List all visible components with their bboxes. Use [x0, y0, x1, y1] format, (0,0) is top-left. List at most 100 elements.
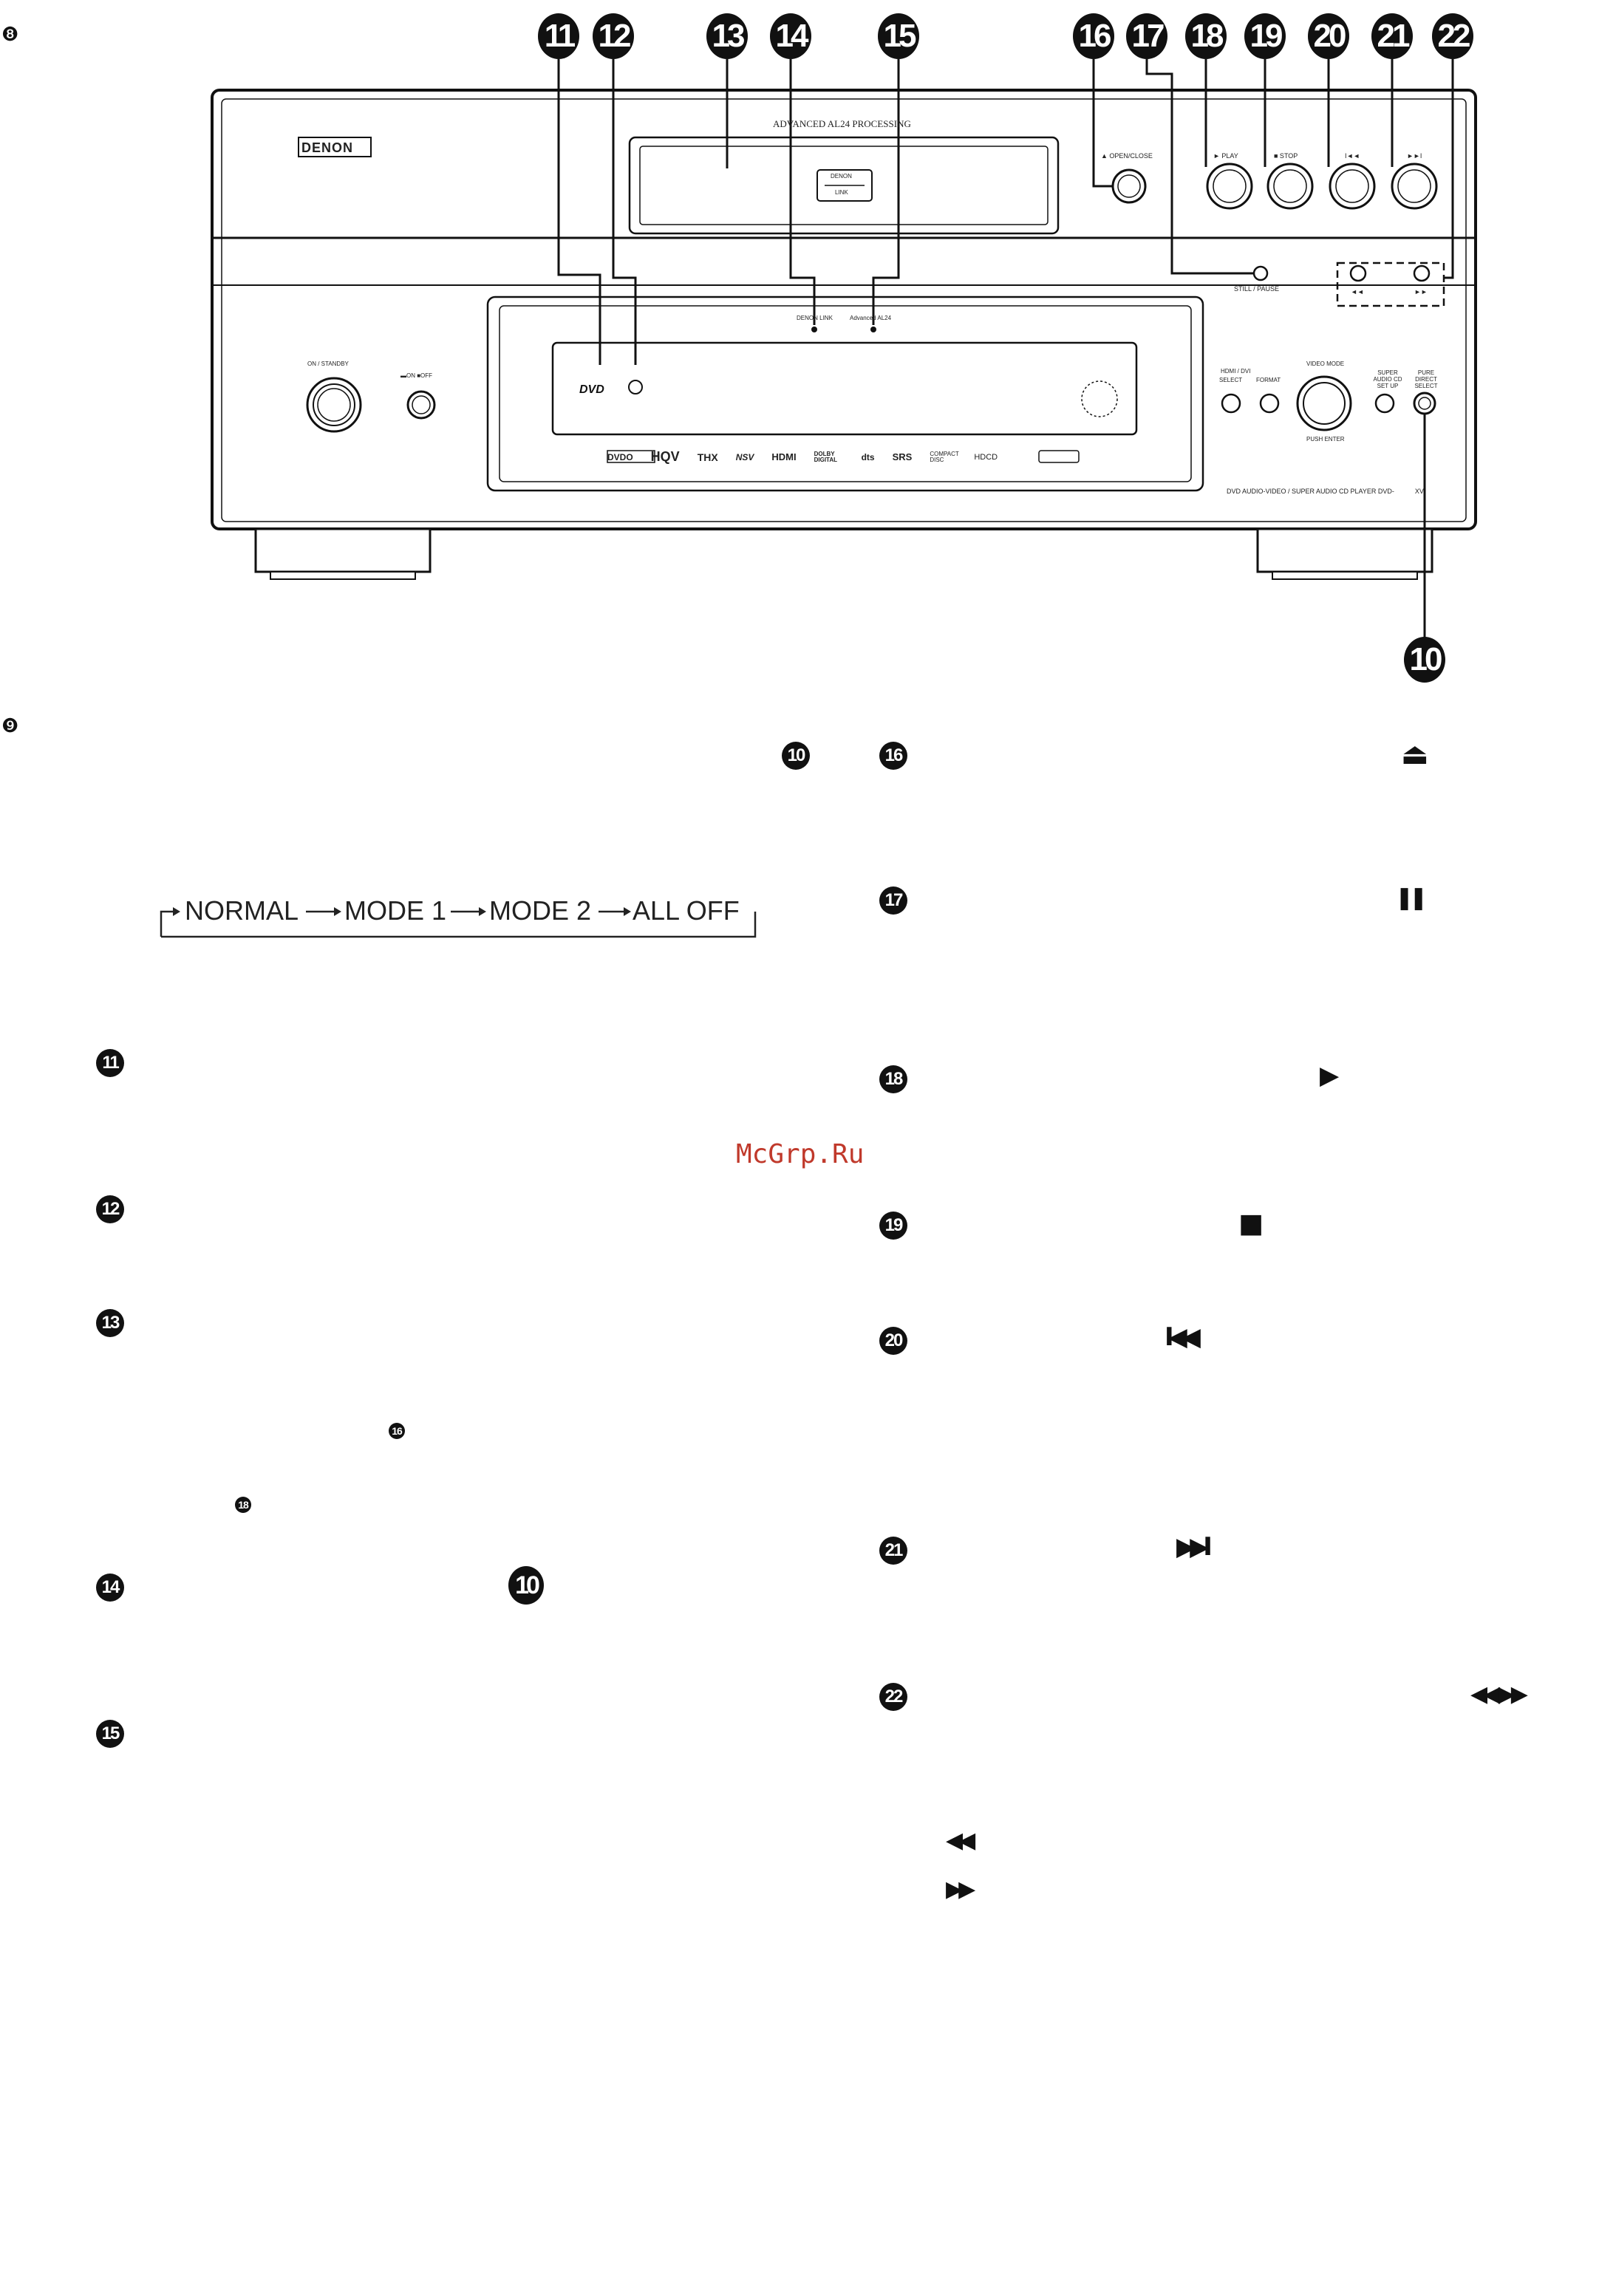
top-buttons — [1111, 163, 1438, 210]
logo-thx: THX — [697, 451, 718, 463]
marker-18: 18 — [879, 1065, 907, 1093]
chassis — [211, 89, 1477, 530]
hdmi-select-button — [1221, 393, 1241, 414]
power-button — [306, 377, 362, 433]
denon-link-led-label: DENON LINK — [797, 315, 833, 321]
marker-15: 15 — [96, 1720, 124, 1748]
marker-10-inline: 10 — [782, 742, 810, 770]
callout-22: 22 — [1432, 13, 1473, 59]
processing-label: ADVANCED AL24 PROCESSING — [773, 118, 911, 129]
logo-dolby: DOLBY DIGITAL — [814, 450, 837, 463]
next-track-icon: ▶▶I — [1176, 1532, 1213, 1562]
play-icon: ▶ — [1320, 1061, 1340, 1090]
front-panel-illustration: DVD — [211, 59, 1477, 643]
link-badge-top: DENON — [831, 173, 852, 180]
marker-17: 17 — [879, 886, 907, 915]
flow-mode1: MODE 1 — [344, 895, 447, 926]
on-standby-label: ON / STANDBY — [307, 361, 349, 367]
pure-direct-label: PURE DIRECT SELECT — [1414, 369, 1438, 389]
still-pause-label: STILL / PAUSE — [1234, 285, 1280, 293]
marker-16-ref: 16 — [389, 1423, 405, 1439]
callout-17: 17 — [1126, 13, 1167, 59]
next-label: ►►I — [1407, 152, 1422, 160]
push-enter-label: PUSH ENTER — [1306, 436, 1345, 443]
top-display-window — [628, 136, 1060, 235]
marker-20: 20 — [879, 1327, 907, 1355]
link-badge-bottom: LINK — [835, 189, 848, 196]
eject-icon: ⏏ — [1401, 737, 1429, 771]
model-line-text: DVD AUDIO-VIDEO / SUPER AUDIO CD PLAYER … — [1227, 488, 1394, 495]
prev-button — [1329, 163, 1376, 210]
play-label: ► PLAY — [1213, 152, 1238, 160]
logo-dts: dts — [861, 451, 875, 462]
foot-right — [1256, 527, 1433, 573]
marker-16: 16 — [879, 742, 907, 770]
section-marker-9: ❾ — [1, 715, 19, 737]
next-button — [1391, 163, 1438, 210]
rew-label: ◄◄ — [1351, 288, 1364, 295]
marker-14: 14 — [96, 1574, 124, 1602]
on-off-label: ▬ON ■OFF — [400, 372, 433, 379]
play-button — [1206, 163, 1253, 210]
callout-11: 11 — [538, 13, 579, 59]
main-display — [551, 341, 1138, 436]
callout-16: 16 — [1073, 13, 1114, 59]
model-line: DVD AUDIO-VIDEO / SUPER AUDIO CD PLAYER … — [1227, 488, 1424, 495]
marker-12: 12 — [96, 1195, 124, 1223]
section-marker-8: ❽ — [1, 24, 19, 46]
video-mode-label: VIDEO MODE — [1306, 361, 1345, 367]
rew-ff-icon: ◀◀ ▶▶ — [1470, 1681, 1528, 1707]
logo-dvdo: DVDO — [607, 451, 633, 462]
callout-18: 18 — [1185, 13, 1227, 59]
marker-18-ref: 18 — [235, 1497, 251, 1513]
sacd-setup-button — [1374, 393, 1395, 414]
hdmi-dvi-label: HDMI / DVI — [1221, 368, 1251, 375]
rew-icon: ◀◀ — [946, 1828, 975, 1853]
sacd-setup-label: SUPER AUDIO CD SET UP — [1373, 369, 1402, 389]
callout-12: 12 — [593, 13, 634, 59]
callout-14: 14 — [770, 13, 811, 59]
marker-13: 13 — [96, 1309, 124, 1337]
logo-srs: SRS — [892, 451, 913, 462]
still-pause-button — [1252, 265, 1269, 281]
flow-normal: NORMAL — [185, 895, 299, 926]
format-label: FORMAT — [1256, 377, 1281, 383]
logo-hqv: HQV — [650, 449, 680, 464]
marker-21: 21 — [879, 1537, 907, 1565]
prev-track-icon: I◀◀ — [1165, 1322, 1201, 1352]
marker-19: 19 — [879, 1212, 907, 1240]
logo-cd: COMPACT DISC — [930, 450, 959, 463]
video-mode-knob — [1296, 375, 1352, 431]
denon-link-led — [811, 327, 817, 332]
marker-22: 22 — [879, 1683, 907, 1711]
marker-11: 11 — [96, 1049, 124, 1077]
watermark: McGrp.Ru — [736, 1139, 865, 1169]
stop-icon: ■ — [1238, 1209, 1264, 1239]
format-logos: DVDO HQV THX NSV HDMI DOLBY DIGITAL dts … — [607, 449, 998, 465]
model-suffix: XV — [1414, 488, 1424, 495]
flow-alloff: ALL OFF — [633, 895, 740, 926]
svg-text:DVD: DVD — [579, 383, 604, 396]
brand-logo: DENON — [301, 140, 354, 155]
callout-20: 20 — [1308, 13, 1349, 59]
stop-label: ■ STOP — [1274, 152, 1298, 160]
callout-15: 15 — [878, 13, 919, 59]
callout-21: 21 — [1371, 13, 1413, 59]
callout-10: 10 — [1404, 637, 1445, 683]
mode-flow-arrows — [160, 907, 757, 938]
ff-icon: ▶▶ — [946, 1876, 975, 1902]
rew-button — [1349, 264, 1367, 282]
open-close-label: ▲ OPEN/CLOSE — [1101, 152, 1153, 160]
select-label: SELECT — [1219, 377, 1243, 383]
foot-left — [254, 527, 432, 573]
hdmi-format-button — [1259, 393, 1280, 414]
pure-direct-button — [1413, 392, 1436, 415]
logo-hdcd: HDCD — [974, 452, 998, 462]
al24-led — [870, 327, 876, 332]
front-door — [486, 295, 1204, 492]
al24-led-label: Advanced AL24 — [850, 315, 892, 321]
marker-10-ref: 10 — [508, 1566, 544, 1605]
stop-button — [1266, 163, 1314, 210]
callout-13: 13 — [706, 13, 748, 59]
prev-label: I◄◄ — [1345, 152, 1360, 160]
